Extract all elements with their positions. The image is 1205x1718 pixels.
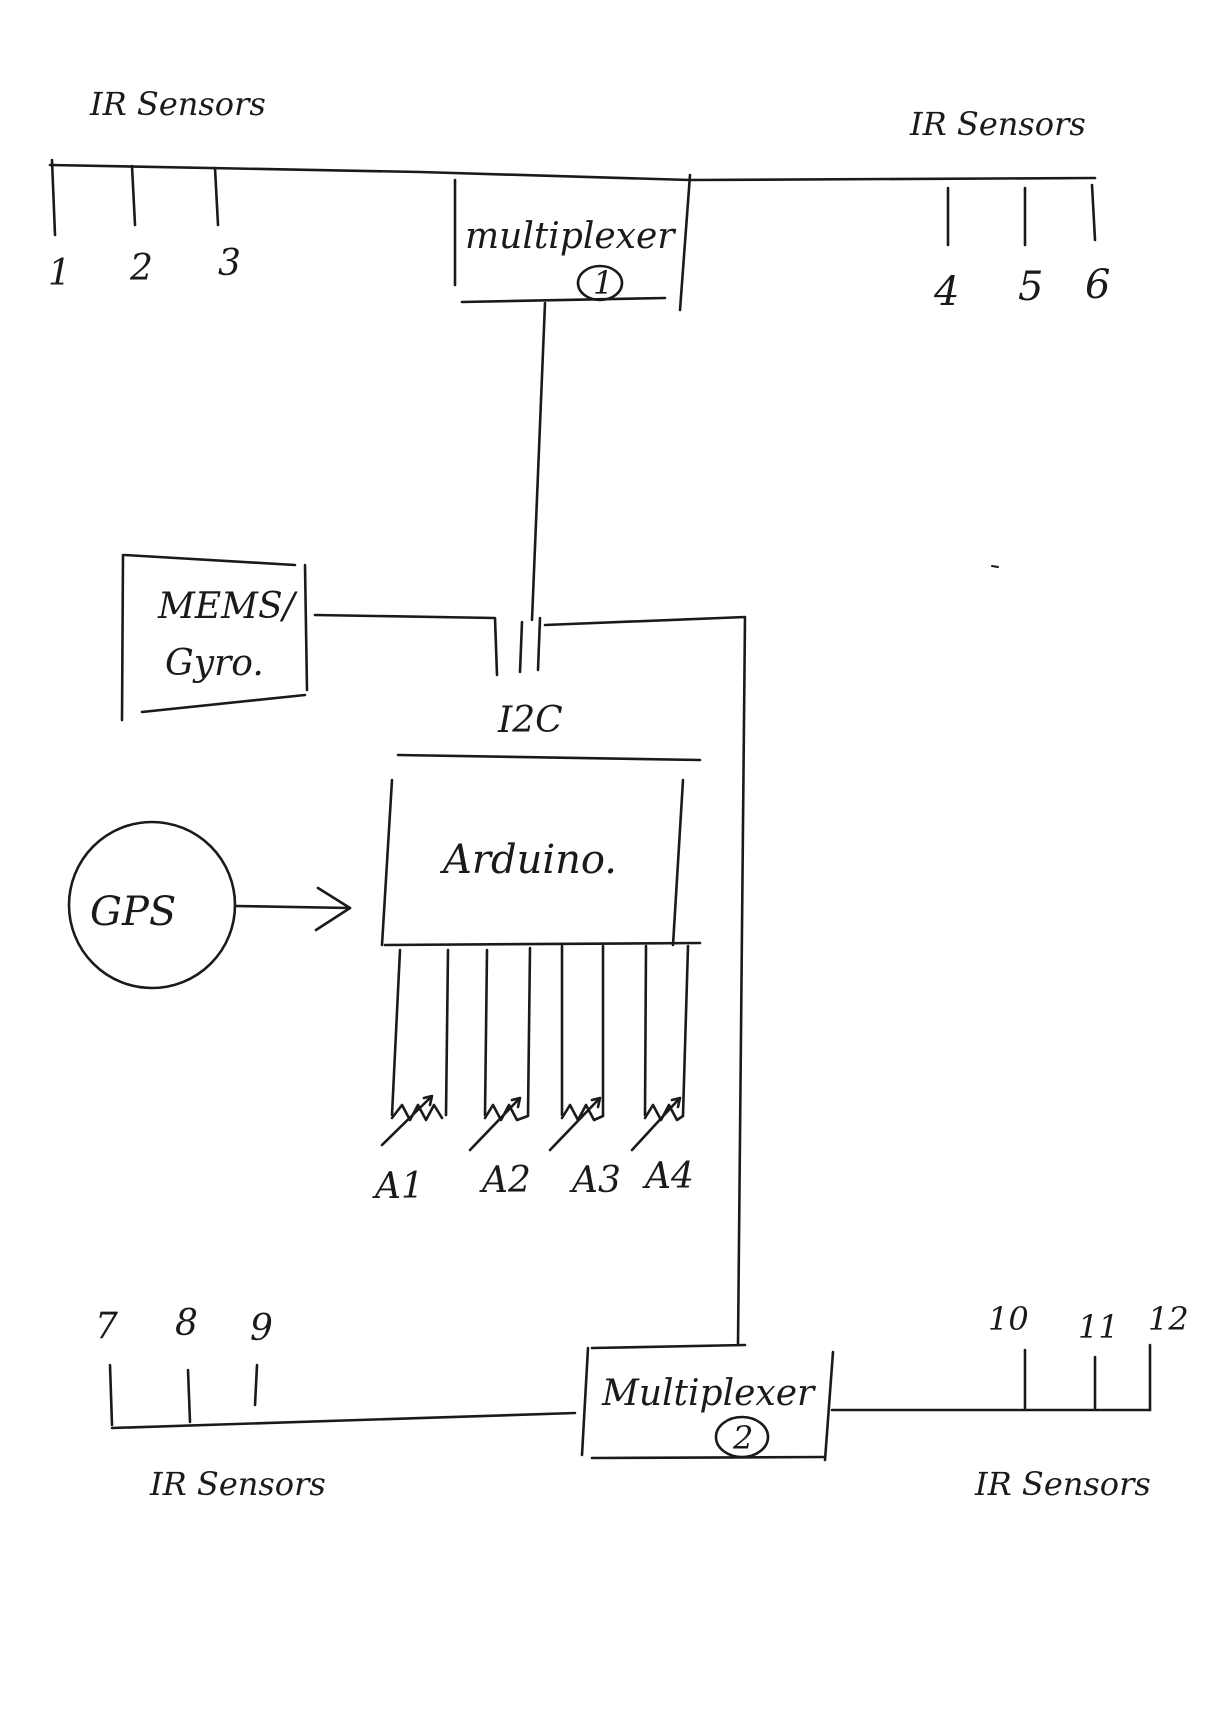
ir-sensors-label-top-left: IR Sensors [89,85,266,123]
mems-to-i2c-wire [313,613,499,677]
gyro-label: Gyro. [165,643,264,684]
analog-label-a1: A1 [372,1166,424,1207]
potentiometer-a2-icon [468,1096,530,1152]
sensor-number-12: 12 [1148,1300,1189,1338]
sensor-tap-1 [50,158,57,237]
gps-to-arduino-arrow [233,886,352,932]
sensor-number-2: 2 [129,248,153,289]
ir-sensors-label-top-right: IR Sensors [909,105,1086,143]
ir-sensors-label-bottom-right: IR Sensors [974,1465,1151,1503]
mux1-to-i2c-wire [530,301,547,622]
sensor-tap-9 [253,1363,259,1407]
potentiometer-a4-icon [630,1096,685,1152]
top-sensor-bus [48,158,1097,247]
potentiometer-icons [380,1094,685,1152]
sensor-number-11: 11 [1078,1308,1119,1346]
potentiometer-a3-icon [548,1096,605,1152]
sensor-number-9: 9 [250,1308,273,1349]
analog-label-a4: A4 [642,1156,694,1197]
sensor-number-4: 4 [933,269,959,315]
ir-sensors-label-bottom-left: IR Sensors [149,1465,326,1503]
top-bus-line [48,163,1097,182]
sensor-number-6: 6 [1085,262,1110,308]
sensor-number-10: 10 [988,1300,1029,1338]
analog-label-a2: A2 [479,1160,531,1201]
bottom-sensor-bus-left [108,1363,577,1430]
arduino-label: Arduino. [439,837,617,883]
gps-label: GPS [90,889,176,935]
multiplexer-1-label: multiplexer [465,216,676,257]
analog-legs [390,944,690,1117]
i2c-to-mux2-wire [543,615,747,1347]
multiplexer-2-box: Multiplexer 2 [580,1343,835,1462]
sensor-tap-6 [1090,183,1097,242]
sensor-tap-2 [130,164,137,227]
multiplexer-2-number: 2 [732,1419,753,1457]
sensor-number-1: 1 [48,253,71,294]
sensor-number-8: 8 [175,1303,198,1344]
sensor-tap-8 [186,1368,192,1424]
bottom-left-bus-line [110,1411,577,1430]
i2c-label: I2C [497,700,563,741]
sensor-number-7: 7 [95,1306,118,1347]
sensor-number-5: 5 [1018,264,1043,310]
sensor-tap-3 [213,166,220,227]
arduino-box: Arduino. [380,753,702,947]
sensor-number-3: 3 [218,243,241,284]
i2c-pins [518,616,542,674]
potentiometer-a1-icon [380,1094,444,1147]
multiplexer-2-circle [714,1415,770,1459]
bottom-sensor-bus-right [830,1343,1152,1412]
stray-mark [991,565,999,568]
mems-gyro-box: MEMS/ Gyro. [120,553,309,722]
multiplexer-2-label: Multiplexer [601,1373,816,1414]
analog-label-a3: A3 [569,1160,621,1201]
gps-node: GPS [67,820,237,990]
mems-label: MEMS/ [157,586,299,627]
multiplexer-1-circle [576,264,624,302]
multiplexer-1-box: multiplexer 1 [453,173,692,312]
multiplexer-1-number: 1 [593,264,613,302]
